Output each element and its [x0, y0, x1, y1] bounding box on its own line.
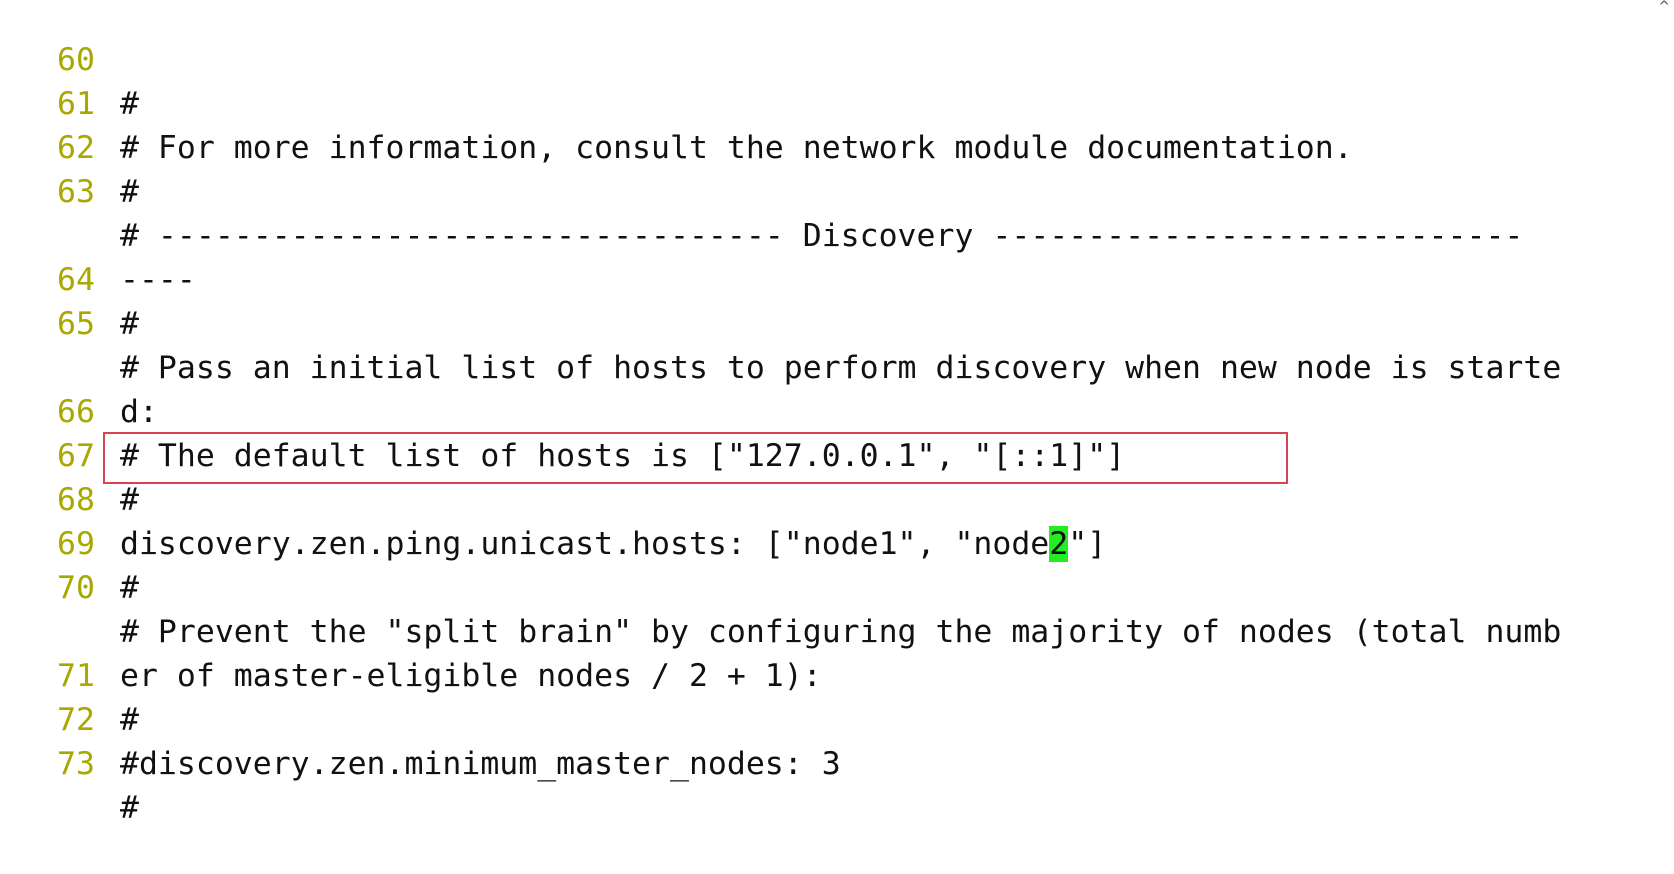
editor-line[interactable]: 60 #	[0, 0, 139, 122]
editor-line-wrap[interactable]: ----	[0, 170, 196, 298]
cursor-selection[interactable]: 2	[1049, 526, 1069, 562]
line-text[interactable]: #discovery.zen.minimum_master_nodes: 3	[120, 746, 841, 782]
line-number: 71	[57, 658, 95, 694]
line-number: 62	[57, 130, 95, 166]
line-number: 65	[57, 306, 95, 342]
line-text[interactable]: #	[120, 306, 139, 342]
editor-line[interactable]: 61 # For more information, consult the n…	[0, 38, 1353, 166]
editor-line-current[interactable]: 68 discovery.zen.ping.unicast.hosts: ["n…	[0, 434, 1106, 562]
line-number: 73	[57, 746, 95, 782]
line-text[interactable]: ----	[120, 262, 196, 298]
editor-line[interactable]: 66 # The default list of hosts is ["127.…	[0, 346, 1125, 474]
editor-line-wrap[interactable]: d:	[0, 302, 158, 430]
line-number: 70	[57, 570, 95, 606]
text-before-cursor: discovery.zen.ping.unicast.hosts: ["node…	[120, 526, 1050, 562]
line-text[interactable]: d:	[120, 394, 158, 430]
line-text[interactable]: #	[120, 702, 139, 738]
line-text[interactable]: discovery.zen.ping.unicast.hosts: ["node…	[120, 522, 1106, 566]
editor-line[interactable]: 70 # Prevent the "split brain" by config…	[0, 522, 1561, 650]
editor-line[interactable]: 65 # Pass an initial list of hosts to pe…	[0, 258, 1561, 386]
line-text[interactable]: # The default list of hosts is ["127.0.0…	[120, 438, 1126, 474]
scroll-up-arrow-icon[interactable]: ^	[1658, 0, 1670, 15]
line-text[interactable]: # Prevent the "split brain" by configuri…	[120, 614, 1562, 650]
editor-line[interactable]: 62 #	[0, 82, 139, 210]
editor-line[interactable]: 69 #	[0, 478, 139, 606]
annotation-highlight-box	[103, 432, 1288, 484]
line-text[interactable]: #	[120, 790, 139, 826]
editor-line[interactable]: 73 #	[0, 698, 139, 826]
line-number: 68	[57, 482, 95, 518]
editor-line[interactable]: 63 # --------------------------------- D…	[0, 126, 1523, 254]
editor-line[interactable]: 71 #	[0, 610, 139, 738]
line-number: 63	[57, 174, 95, 210]
editor-line-wrap[interactable]: er of master-eligible nodes / 2 + 1):	[0, 566, 822, 694]
line-text[interactable]: #	[120, 570, 139, 606]
editor-line[interactable]: 67 #	[0, 390, 139, 518]
line-text[interactable]: # --------------------------------- Disc…	[120, 218, 1524, 254]
line-text[interactable]: er of master-eligible nodes / 2 + 1):	[120, 658, 822, 694]
line-text[interactable]: # Pass an initial list of hosts to perfo…	[120, 350, 1562, 386]
line-text[interactable]: #	[120, 174, 139, 210]
line-number: 64	[57, 262, 95, 298]
editor-line[interactable]: 64 #	[0, 214, 139, 342]
line-number: 66	[57, 394, 95, 430]
line-number: 61	[57, 86, 95, 122]
text-editor[interactable]: 60 # 61 # For more information, consult …	[0, 0, 1674, 826]
line-number: 60	[57, 42, 95, 78]
line-text[interactable]: #	[120, 86, 139, 122]
line-number: 69	[57, 526, 95, 562]
line-number: 72	[57, 702, 95, 738]
text-after-cursor: "]	[1068, 526, 1107, 562]
line-text[interactable]: # For more information, consult the netw…	[120, 130, 1353, 166]
editor-line[interactable]: 72 #discovery.zen.minimum_master_nodes: …	[0, 654, 841, 782]
line-text[interactable]: #	[120, 482, 139, 518]
line-number: 67	[57, 438, 95, 474]
